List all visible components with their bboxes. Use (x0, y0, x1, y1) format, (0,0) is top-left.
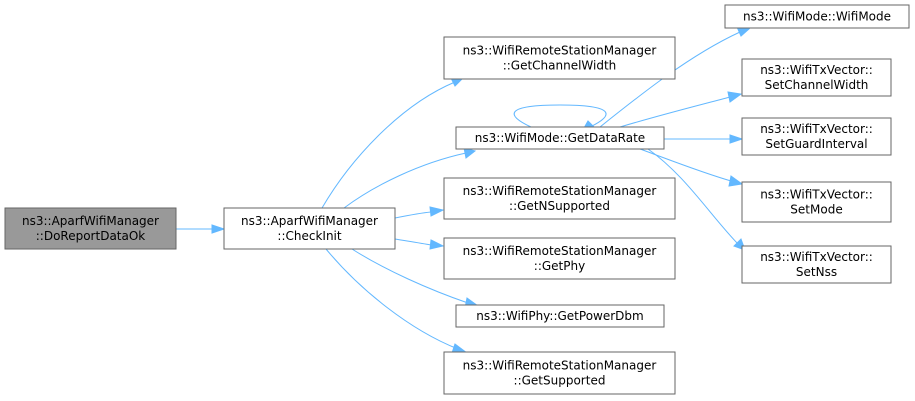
node-label-line: ::DoReportDataOk (36, 229, 146, 243)
edge-line (343, 152, 467, 209)
node-box (443, 177, 676, 220)
node-get-channel-width[interactable]: ns3::WifiRemoteStationManager::GetChanne… (443, 36, 676, 80)
node-label-line: ns3::WifiRemoteStationManager (463, 244, 657, 258)
node-label-line: ns3::WifiTxVector:: (760, 122, 873, 136)
node-label-line: SetGuardInterval (765, 137, 867, 151)
node-label-line: ns3::WifiTxVector:: (760, 63, 873, 77)
edge-check-init-to-get-nsupported (394, 206, 445, 219)
edge-arrowhead (727, 91, 743, 103)
node-set-mode[interactable]: ns3::WifiTxVector::SetMode (741, 181, 892, 223)
node-box (741, 117, 892, 156)
node-wifimode-ctor[interactable]: ns3::WifiMode::WifiMode (724, 4, 910, 29)
edges-layer (176, 26, 751, 354)
node-do-report[interactable]: ns3::AparfWifiManager::DoReportDataOk (4, 207, 177, 250)
node-box (741, 58, 892, 97)
node-label-line: ::GetNSupported (509, 199, 610, 213)
node-label-line: ns3::WifiRemoteStationManager (463, 359, 657, 373)
node-box (741, 181, 892, 223)
edge-line (647, 148, 739, 245)
edge-line (513, 104, 607, 128)
node-check-init[interactable]: ns3::AparfWifiManager::CheckInit (223, 207, 396, 250)
edge-do-report-to-check-init (176, 224, 226, 234)
node-set-guard-interval[interactable]: ns3::WifiTxVector::SetGuardInterval (741, 117, 892, 156)
node-box (724, 4, 910, 29)
node-label-line: ns3::WifiMode::GetDataRate (475, 131, 645, 145)
node-box (443, 36, 676, 80)
edge-arrowhead (728, 175, 744, 187)
edge-arrowhead (429, 239, 445, 250)
node-label-line: ns3::WifiRemoteStationManager (463, 44, 657, 58)
node-label-line: ::GetChannelWidth (503, 59, 617, 73)
edge-check-init-to-get-channel-width (321, 77, 465, 209)
node-label-line: ns3::WifiTxVector:: (760, 188, 873, 202)
node-set-channel-width[interactable]: ns3::WifiTxVector::SetChannelWidth (741, 58, 892, 97)
edge-line (321, 81, 456, 209)
edge-line (351, 248, 469, 304)
node-label-line: ::CheckInit (277, 229, 341, 243)
node-label-line: SetChannelWidth (765, 78, 869, 92)
node-box (443, 351, 676, 395)
node-label-line: ::GetSupported (514, 374, 606, 388)
edge-arrowhead (429, 206, 445, 217)
node-get-data-rate[interactable]: ns3::WifiMode::GetDataRate (455, 126, 665, 150)
node-label-line: ::GetPhy (534, 259, 585, 273)
nodes-layer: ns3::AparfWifiManager::DoReportDataOkns3… (4, 4, 910, 395)
node-box (455, 126, 665, 150)
node-label-line: ns3::AparfWifiManager (241, 214, 378, 228)
edge-arrowhead (729, 134, 744, 144)
edge-arrowhead (211, 224, 226, 234)
edge-get-data-rate-to-set-guard-interval (664, 134, 744, 144)
node-get-phy[interactable]: ns3::WifiRemoteStationManager::GetPhy (443, 237, 676, 280)
edge-get-data-rate-to-set-mode (639, 148, 744, 187)
node-label-line: ns3::WifiPhy::GetPowerDbm (476, 309, 643, 323)
node-label-line: ns3::AparfWifiManager (22, 214, 159, 228)
node-box (443, 237, 676, 280)
node-label-line: SetNss (796, 265, 837, 279)
node-label-line: ns3::WifiTxVector:: (760, 250, 873, 264)
node-get-power-dbm[interactable]: ns3::WifiPhy::GetPowerDbm (455, 304, 665, 328)
edge-line (325, 248, 459, 350)
node-label-line: ns3::WifiMode::WifiMode (743, 10, 891, 24)
edge-line (619, 96, 731, 128)
node-set-nss[interactable]: ns3::WifiTxVector::SetNss (741, 245, 892, 284)
edge-get-data-rate-to-set-channel-width (619, 91, 743, 128)
edge-line (394, 211, 432, 219)
edge-check-init-to-get-phy (394, 238, 445, 250)
node-label-line: SetMode (790, 203, 842, 217)
edge-line (639, 148, 732, 182)
node-box (4, 207, 177, 250)
node-box (223, 207, 396, 250)
node-get-supported[interactable]: ns3::WifiRemoteStationManager::GetSuppor… (443, 351, 676, 395)
node-box (455, 304, 665, 328)
edge-get-data-rate-to-get-data-rate (513, 104, 607, 130)
node-get-nsupported[interactable]: ns3::WifiRemoteStationManager::GetNSuppo… (443, 177, 676, 220)
node-box (741, 245, 892, 284)
node-label-line: ns3::WifiRemoteStationManager (463, 184, 657, 198)
edge-line (394, 238, 432, 246)
